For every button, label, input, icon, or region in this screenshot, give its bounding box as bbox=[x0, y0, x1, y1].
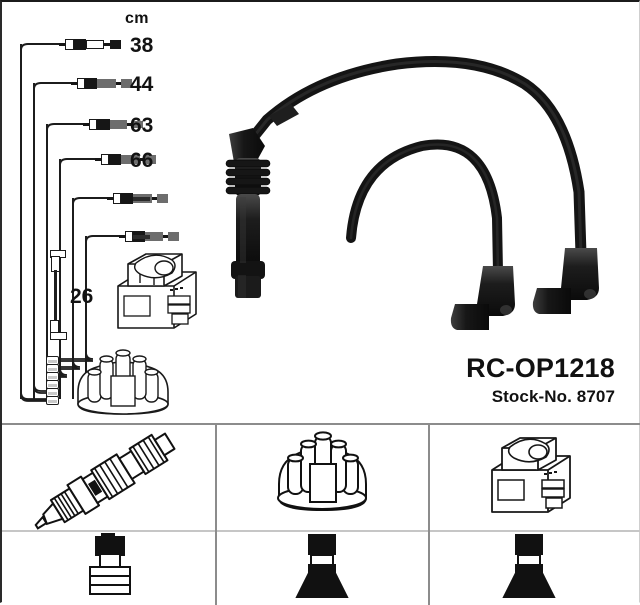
cable-connector-glyph-6 bbox=[119, 230, 183, 243]
cable-length-4: 66 bbox=[130, 149, 154, 172]
cable-connector-glyph-1 bbox=[59, 38, 123, 51]
coil-terminal-icon bbox=[502, 534, 556, 598]
cable-length-schematic: cm bbox=[2, 2, 217, 422]
cable-length-1: 38 bbox=[130, 34, 154, 57]
unit-header: cm bbox=[125, 10, 149, 27]
product-identification: RC-OP1218 Stock-No. 8707 bbox=[466, 354, 615, 407]
short-lead-wire bbox=[54, 270, 57, 327]
cable-length-2: 44 bbox=[130, 73, 154, 96]
bus-line-5 bbox=[72, 198, 74, 399]
short-lead-boot-bottom bbox=[47, 320, 71, 342]
distributor-cap-illustration bbox=[66, 348, 180, 424]
bus-line-6 bbox=[85, 236, 87, 399]
cable-connector-glyph-4 bbox=[95, 153, 159, 166]
legend-cell-distributor-terminal bbox=[217, 533, 428, 603]
ignition-coil-icon bbox=[491, 437, 571, 513]
cable-length-6 bbox=[133, 235, 150, 239]
legend-cell-ignition-coil bbox=[430, 426, 640, 530]
distributor-cap-icon bbox=[277, 431, 367, 512]
legend-divider-left bbox=[215, 423, 217, 605]
bus-line-1 bbox=[20, 44, 22, 399]
legend-cell-distributor-cap bbox=[217, 426, 428, 530]
bus-line-3 bbox=[46, 124, 48, 399]
legend-middle-divider bbox=[2, 530, 640, 532]
legend-panels bbox=[2, 423, 640, 605]
legend-divider-right bbox=[428, 423, 430, 605]
short-lead-boot-top bbox=[50, 250, 72, 272]
stock-number: Stock-No. 8707 bbox=[491, 387, 615, 407]
cable-length-5 bbox=[133, 197, 150, 201]
bus-line-4 bbox=[59, 159, 61, 399]
plug-boot-connector-icon bbox=[89, 533, 131, 595]
cable-assembly-photo bbox=[207, 42, 640, 342]
legend-cell-plug-boot bbox=[4, 533, 215, 603]
legend-cell-spark-plug bbox=[4, 426, 215, 530]
spark-plug-icon bbox=[34, 432, 176, 530]
cable-length-3: 63 bbox=[130, 114, 154, 137]
legend-top-divider bbox=[2, 423, 640, 425]
bundle-terminal-stub bbox=[46, 396, 59, 405]
cable-connector-glyph-3 bbox=[83, 118, 147, 131]
ignition-coil-illustration bbox=[110, 252, 204, 344]
cable-connector-glyph-2 bbox=[71, 77, 135, 90]
bus-line-2 bbox=[33, 83, 35, 399]
legend-cell-coil-terminal bbox=[430, 533, 640, 603]
short-lead-length: 26 bbox=[70, 285, 94, 308]
distributor-terminal-icon bbox=[295, 534, 349, 598]
product-name: RC-OP1218 bbox=[466, 353, 615, 383]
